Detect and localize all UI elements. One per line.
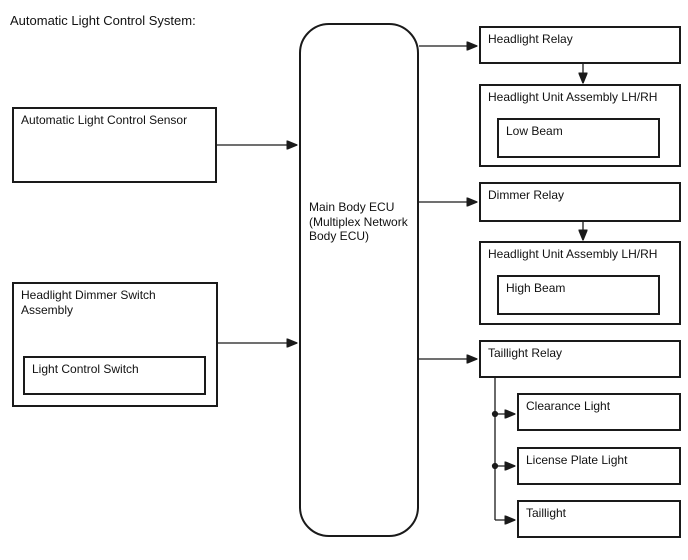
node-label: Light Control Switch xyxy=(32,362,139,376)
node-label: Headlight Unit Assembly LH/RH xyxy=(488,247,658,261)
node-label: Automatic Light Control Sensor xyxy=(21,113,188,127)
node-headlight-unit-assembly-high: Headlight Unit Assembly LH/RH High Beam xyxy=(479,241,681,325)
node-headlight-dimmer-switch-assembly: Headlight Dimmer Switch Assembly Light C… xyxy=(12,282,218,407)
node-label: Headlight Unit Assembly LH/RH xyxy=(488,90,658,104)
node-label: Clearance Light xyxy=(526,399,611,413)
node-label: Main Body ECU (Multiplex Network Body EC… xyxy=(309,200,408,244)
node-main-body-ecu: Main Body ECU (Multiplex Network Body EC… xyxy=(299,23,419,537)
node-high-beam: High Beam xyxy=(497,275,660,315)
node-label: High Beam xyxy=(506,281,566,295)
node-clearance-light: Clearance Light xyxy=(517,393,681,431)
node-headlight-unit-assembly-low: Headlight Unit Assembly LH/RH Low Beam xyxy=(479,84,681,167)
node-taillight: Taillight xyxy=(517,500,681,538)
node-label: Taillight Relay xyxy=(488,346,563,360)
diagram-title: Automatic Light Control System: xyxy=(10,13,196,28)
node-label: License Plate Light xyxy=(526,453,628,467)
node-label: Headlight Dimmer Switch Assembly xyxy=(21,288,156,317)
node-label: Low Beam xyxy=(506,124,563,138)
branch-junction-dot xyxy=(491,410,499,418)
node-label: Headlight Relay xyxy=(488,32,573,46)
node-label: Taillight xyxy=(526,506,567,520)
node-taillight-relay: Taillight Relay xyxy=(479,340,681,378)
node-label: Dimmer Relay xyxy=(488,188,565,202)
branch-junction-dot xyxy=(491,462,499,470)
node-headlight-relay: Headlight Relay xyxy=(479,26,681,64)
node-low-beam: Low Beam xyxy=(497,118,660,158)
node-license-plate-light: License Plate Light xyxy=(517,447,681,485)
node-automatic-light-control-sensor: Automatic Light Control Sensor xyxy=(12,107,217,183)
node-light-control-switch: Light Control Switch xyxy=(23,356,206,395)
node-dimmer-relay: Dimmer Relay xyxy=(479,182,681,222)
